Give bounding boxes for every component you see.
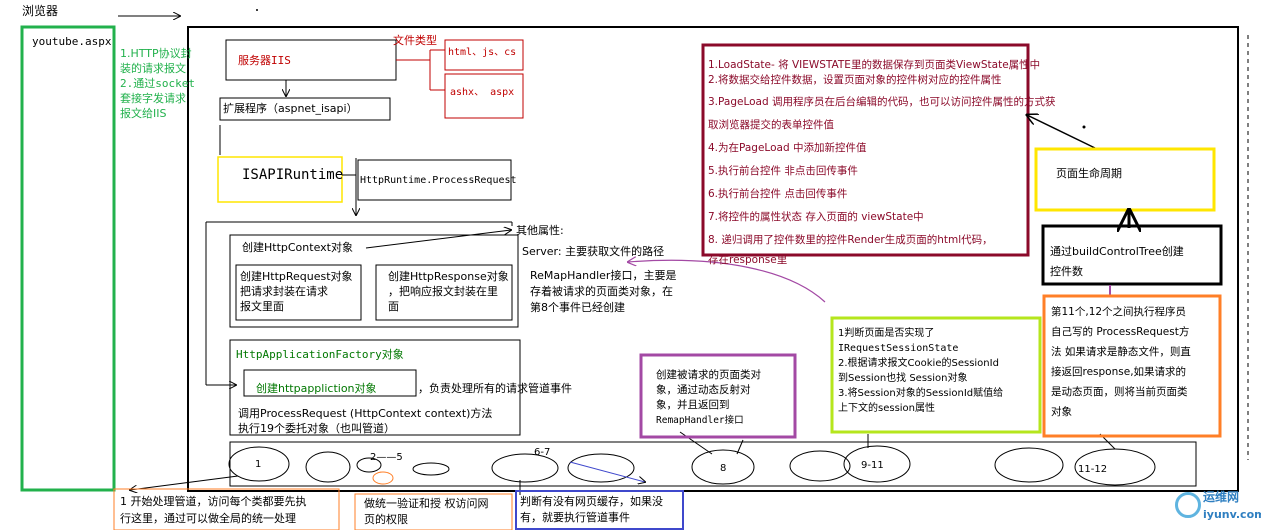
- lifecycle-step: 存在response里: [708, 254, 788, 266]
- note-cache-line: 判断有没有网页缓存，如果没: [520, 495, 663, 508]
- create-response-line: ，把响应报文封装在里: [388, 285, 498, 298]
- note-auth-line: 页的权限: [364, 513, 408, 526]
- step-11-12-line: 接返回response,如果请求的: [1051, 366, 1187, 378]
- remap-note: ReMapHandler接口，主要是 存着被请求的页面类对象，在 第8个事件已经…: [530, 268, 676, 316]
- create-request-line: 报文里面: [240, 300, 284, 313]
- step-11-12-line: 第11个,12个之间执行程序员: [1051, 306, 1187, 318]
- watermark-en: iyunv.com: [1203, 508, 1261, 521]
- create-request-line: 创建HttpRequest对象: [240, 270, 353, 283]
- http-note-line: 2.通过socket: [120, 77, 195, 90]
- lifecycle-step: 6.执行前台控件 点击回传事件: [708, 188, 848, 200]
- lifecycle-step: 1.LoadState- 将 VIEWSTATE里的数据保存到页面类ViewSt…: [708, 59, 1041, 71]
- step-11-12-note: 第11个,12个之间执行程序员 自己写的 ProcessRequest方 法 如…: [1051, 302, 1191, 422]
- create-page-line: 创建被请求的页面类对: [656, 369, 761, 381]
- file-type-dynamic: ashx、 aspx: [450, 87, 515, 98]
- client-box: [20, 25, 116, 492]
- create-app-label: 创建httpappliction对象: [256, 382, 377, 395]
- create-page-line: RemapHandler接口: [656, 415, 744, 426]
- process-request-block: 调用ProcessRequest (HttpContext context)方法…: [238, 406, 492, 436]
- create-response-block: 创建HttpResponse对象 ，把响应报文封装在里 面: [388, 269, 509, 314]
- build-control-tree-line: 通过buildControlTree创建: [1050, 245, 1184, 258]
- process-request-line: 调用ProcessRequest (HttpContext context)方法: [238, 407, 493, 420]
- file-type-static: html、js、cs: [448, 47, 517, 58]
- step-11-12-line: 对象: [1051, 406, 1072, 418]
- remap-note-line: ReMapHandler接口，主要是: [530, 269, 677, 282]
- step-11-12-line: 法 如果请求是静态文件，则直: [1051, 346, 1191, 358]
- remap-note-line: 第8个事件已经创建: [530, 301, 625, 314]
- session-note-line: 上下文的session属性: [838, 403, 936, 414]
- extension-label: 扩展程序（aspnet_isapi）: [223, 102, 358, 115]
- watermark-cn: 运维网: [1203, 490, 1240, 504]
- http-note-line: 1.HTTP协议封: [120, 47, 192, 60]
- other-props-label: 其他属性:: [516, 224, 564, 237]
- lifecycle-step: 5.执行前台控件 非点击回传事件: [708, 165, 858, 177]
- session-note-line: 3.将Session对象的SessionId赋值给: [838, 388, 1004, 399]
- session-note-line: IRequestSessionState: [838, 343, 959, 354]
- build-control-tree: 通过buildControlTree创建 控件数: [1050, 242, 1184, 282]
- build-control-tree-line: 控件数: [1050, 265, 1083, 278]
- lifecycle-step: 8. 递归调用了控件数里的控件Render生成页面的html代码，: [708, 234, 993, 246]
- session-notes: 1判断页面是否实现了 IRequestSessionState 2.根据请求报文…: [838, 326, 1003, 416]
- create-page-line: 象，并且返回到: [656, 399, 730, 411]
- http-notes: 1.HTTP协议封 装的请求报文 2.通过socket 套接字发请求 报文给II…: [120, 46, 195, 121]
- step-11-12-line: 自己写的 ProcessRequest方: [1051, 326, 1190, 338]
- session-note-line: 2.根据请求报文Cookie的SessionId: [838, 358, 999, 369]
- http-note-line: 套接字发请求: [120, 92, 186, 105]
- lifecycle-step: 取浏览器提交的表单控件值: [708, 119, 834, 131]
- pipeline-label-9-11: 9-11: [861, 460, 884, 471]
- watermark-logo-icon: [1175, 492, 1201, 518]
- create-response-line: 面: [388, 300, 399, 313]
- http-note-line: 装的请求报文: [120, 62, 186, 75]
- note-start-line: 1 开始处理管道，访问每个类都要先执: [120, 495, 307, 508]
- remap-note-line: 存着被请求的页面类对象，在: [530, 285, 673, 298]
- create-context-label: 创建HttpContext对象: [242, 241, 353, 254]
- create-request-line: 把请求封装在请求: [240, 285, 328, 298]
- lifecycle-step: 7.将控件的属性状态 存入页面的 viewState中: [708, 211, 924, 223]
- process-request-line: 执行19个委托对象（也叫管道）: [238, 422, 395, 435]
- file-types-label: 文件类型: [393, 34, 437, 47]
- lifecycle-steps: 1.LoadState- 将 VIEWSTATE里的数据保存到页面类ViewSt…: [708, 58, 1056, 271]
- note-auth-line: 做统一验证和授 权访问网: [364, 497, 489, 510]
- server-box: [187, 26, 1239, 492]
- client-page-label: youtube.aspx: [32, 35, 112, 48]
- app-factory-label: HttpApplicationFactory对象: [236, 348, 404, 361]
- lifecycle-step: 2.将数据交给控件数据，设置页面对象的控件树对应的控件属性: [708, 74, 1002, 86]
- pipeline-label-8: 8: [720, 463, 727, 474]
- server-label: 服务器IIS: [238, 54, 291, 67]
- create-response-line: 创建HttpResponse对象: [388, 270, 509, 283]
- pipeline-label-11-12: 11-12: [1078, 464, 1108, 475]
- session-note-line: 1判断页面是否实现了: [838, 328, 935, 339]
- page-lifecycle-label: 页面生命周期: [1056, 167, 1122, 180]
- create-page-notes: 创建被请求的页面类对 象，通过动态反射对 象，并且返回到 RemapHandle…: [656, 368, 761, 428]
- http-note-line: 报文给IIS: [120, 107, 167, 120]
- app-desc-label: ，负责处理所有的请求管道事件: [418, 382, 572, 395]
- note-cache: 判断有没有网页缓存，如果没 有，就要执行管道事件: [520, 494, 663, 526]
- pipeline-label-6-7: 6-7: [534, 447, 551, 458]
- note-start-line: 行这里，通过可以做全局的统一处理: [120, 512, 296, 525]
- pipeline-label-1: 1: [255, 459, 262, 470]
- session-note-line: 到Session也找 Session对象: [838, 373, 968, 384]
- http-runtime-label: HttpRuntime.ProcessRequest: [360, 175, 517, 186]
- note-cache-line: 有，就要执行管道事件: [520, 511, 630, 524]
- browser-label: 浏览器: [22, 4, 59, 18]
- note-auth: 做统一验证和授 权访问网 页的权限: [364, 496, 489, 528]
- create-request-block: 创建HttpRequest对象 把请求封装在请求 报文里面: [240, 269, 353, 314]
- isapi-runtime-label: ISAPIRuntime: [242, 167, 344, 183]
- pipeline-label-2-5: 2——5: [370, 452, 403, 463]
- lifecycle-step: 3.PageLoad 调用程序员在后台编辑的代码，也可以访问控件属性的方式获: [708, 96, 1056, 108]
- watermark: 运维网 iyunv.com: [1175, 488, 1261, 528]
- note-start: 1 开始处理管道，访问每个类都要先执 行这里，通过可以做全局的统一处理: [120, 493, 307, 527]
- create-page-line: 象，通过动态反射对: [656, 384, 751, 396]
- lifecycle-step: 4.为在PageLoad 中添加新控件值: [708, 142, 867, 154]
- step-11-12-line: 是动态页面，则将当前页面类: [1051, 386, 1188, 398]
- server-prop-label: Server: 主要获取文件的路径: [522, 245, 665, 258]
